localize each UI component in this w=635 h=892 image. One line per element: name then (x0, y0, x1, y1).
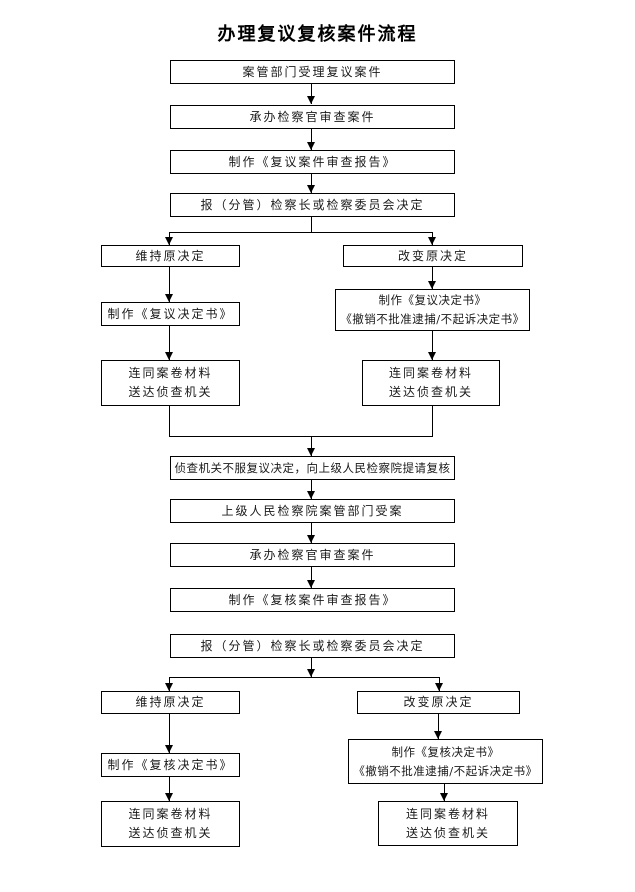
step-prosecutor-examine-1: 承办检察官审查案件 (170, 105, 455, 129)
page-title: 办理复议复核案件流程 (217, 24, 418, 45)
make-recheck-decision-doc: 制作《复核决定书》 (101, 753, 240, 777)
step-prosecutor-examine-2: 承办检察官审查案件 (170, 543, 455, 567)
step-make-recheck-report: 制作《复核案件审查报告》 (170, 588, 455, 612)
label-line-2: 送达侦查机关 (388, 385, 473, 399)
step-report-to-chief-1: 报（分管）检察长或检察委员会决定 (170, 193, 455, 217)
flow-arrow (165, 777, 173, 801)
decision-change-1: 改变原决定 (343, 245, 523, 267)
deliver-to-investigation-organ-left-1: 连同案卷材料 送达侦查机关 (101, 360, 240, 406)
flow-arrow (435, 678, 443, 691)
decision-maintain-2: 维持原决定 (101, 691, 240, 714)
label-line-1: 连同案卷材料 (388, 366, 473, 380)
flow-line (169, 436, 433, 437)
label-line-2: 《撤销不批准逮捕/不起诉决定书》 (353, 763, 538, 778)
flow-arrow (307, 567, 315, 588)
label-line-1: 连同案卷材料 (128, 366, 213, 380)
decision-maintain-1: 维持原决定 (101, 245, 240, 267)
flow-arrow (307, 84, 315, 104)
flow-arrow (307, 480, 315, 499)
make-review-decision-docs: 制作《复议决定书》 《撤销不批准逮捕/不起诉决定书》 (335, 289, 530, 331)
flow-arrow (434, 714, 442, 739)
make-review-decision-doc: 制作《复议决定书》 (101, 302, 240, 326)
deliver-to-investigation-organ-right-2: 连同案卷材料 送达侦查机关 (378, 801, 518, 846)
flow-arrow (165, 678, 173, 691)
decision-change-2: 改变原决定 (357, 691, 520, 714)
flow-arrow (165, 267, 173, 302)
flow-arrow (307, 658, 315, 677)
make-recheck-decision-docs: 制作《复核决定书》 《撤销不批准逮捕/不起诉决定书》 (348, 739, 543, 784)
deliver-to-investigation-organ-right-1: 连同案卷材料 送达侦查机关 (362, 360, 500, 406)
flow-line (311, 217, 312, 233)
label-line-1: 制作《复核决定书》 (391, 744, 500, 759)
flow-line (169, 406, 170, 437)
flow-arrow (165, 714, 173, 753)
step-report-to-chief-2: 报（分管）检察长或检察委员会决定 (170, 634, 455, 658)
flow-line (432, 406, 433, 437)
step-make-review-report: 制作《复议案件审查报告》 (170, 150, 455, 174)
flow-arrow (428, 267, 436, 289)
label-line-1: 连同案卷材料 (405, 806, 490, 821)
flow-arrow (428, 331, 436, 360)
deliver-to-investigation-organ-left-2: 连同案卷材料 送达侦查机关 (101, 801, 240, 847)
label-line-2: 送达侦查机关 (405, 825, 490, 840)
flow-line (169, 677, 440, 678)
flow-arrow (307, 129, 315, 150)
label-line-2: 《撤销不批准逮捕/不起诉决定书》 (340, 312, 525, 326)
label-line-2: 送达侦查机关 (128, 826, 213, 840)
label-line-1: 制作《复议决定书》 (378, 293, 487, 307)
label-line-1: 连同案卷材料 (128, 807, 213, 821)
flow-arrow (165, 326, 173, 360)
flow-arrow (307, 523, 315, 543)
flow-arrow (440, 784, 448, 801)
flow-line (169, 232, 433, 233)
step-investigation-organ-request-recheck: 侦查机关不服复议决定，向上级人民检察院提请复核 (170, 456, 455, 480)
flow-arrow (307, 437, 315, 456)
step-case-dept-accept-review: 案管部门受理复议案件 (170, 60, 455, 84)
flow-arrow (307, 174, 315, 193)
label-line-2: 送达侦查机关 (128, 385, 213, 399)
step-higher-court-case-dept-accept: 上级人民检察院案管部门受案 (170, 499, 455, 523)
flow-arrow (428, 233, 436, 245)
flow-arrow (165, 233, 173, 245)
